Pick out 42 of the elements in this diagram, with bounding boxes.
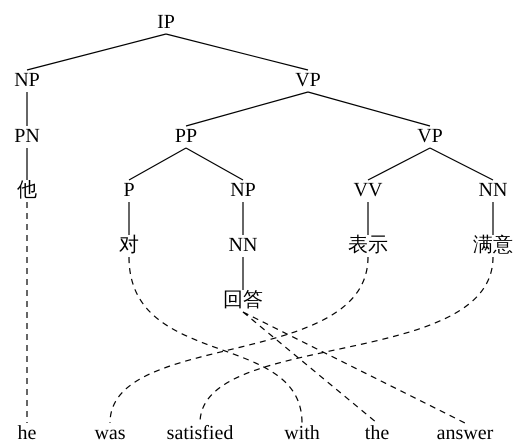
category-label: PN [14, 125, 40, 147]
category-label: VV [354, 179, 382, 201]
category-label: IP [157, 11, 175, 33]
chinese-word: 回答 [223, 289, 263, 311]
category-label: NN [478, 179, 508, 201]
english-word: answer [436, 422, 494, 444]
english-word: was [94, 422, 126, 444]
category-label: VP [417, 125, 443, 147]
tree-branch [186, 147, 244, 181]
tree-branch [128, 147, 186, 181]
chinese-word: 满意 [473, 234, 513, 256]
tree-branch [492, 202, 494, 235]
category-label: NN [228, 234, 258, 256]
english-word: he [18, 422, 36, 444]
alignment-line [242, 312, 378, 424]
tree-branch [26, 33, 166, 71]
tree-branch [308, 91, 430, 127]
category-label: VP [295, 69, 321, 91]
alignment-line [242, 311, 466, 424]
alignment-line [128, 256, 303, 424]
english-word: satisfied [166, 422, 234, 444]
tree-branch [186, 91, 308, 127]
tree-branch [166, 33, 308, 71]
chinese-word: 表示 [348, 234, 388, 256]
tree-branch [368, 147, 430, 181]
tree-branch [26, 148, 28, 180]
tree-branch [430, 147, 494, 181]
tree-branch [26, 92, 28, 126]
chinese-word: 对 [119, 234, 139, 256]
alignment-line [26, 202, 28, 423]
category-label: NP [230, 179, 256, 201]
category-label: P [123, 179, 135, 201]
english-word: with [284, 422, 320, 444]
alignment-line [109, 256, 369, 424]
english-word: the [364, 422, 390, 444]
category-label: PP [174, 125, 198, 147]
chinese-word: 他 [17, 179, 37, 201]
tree-branch [242, 257, 244, 290]
tree-branch [242, 202, 244, 235]
category-label: NP [14, 69, 40, 91]
tree-branch [128, 202, 130, 235]
tree-branch [367, 202, 369, 235]
